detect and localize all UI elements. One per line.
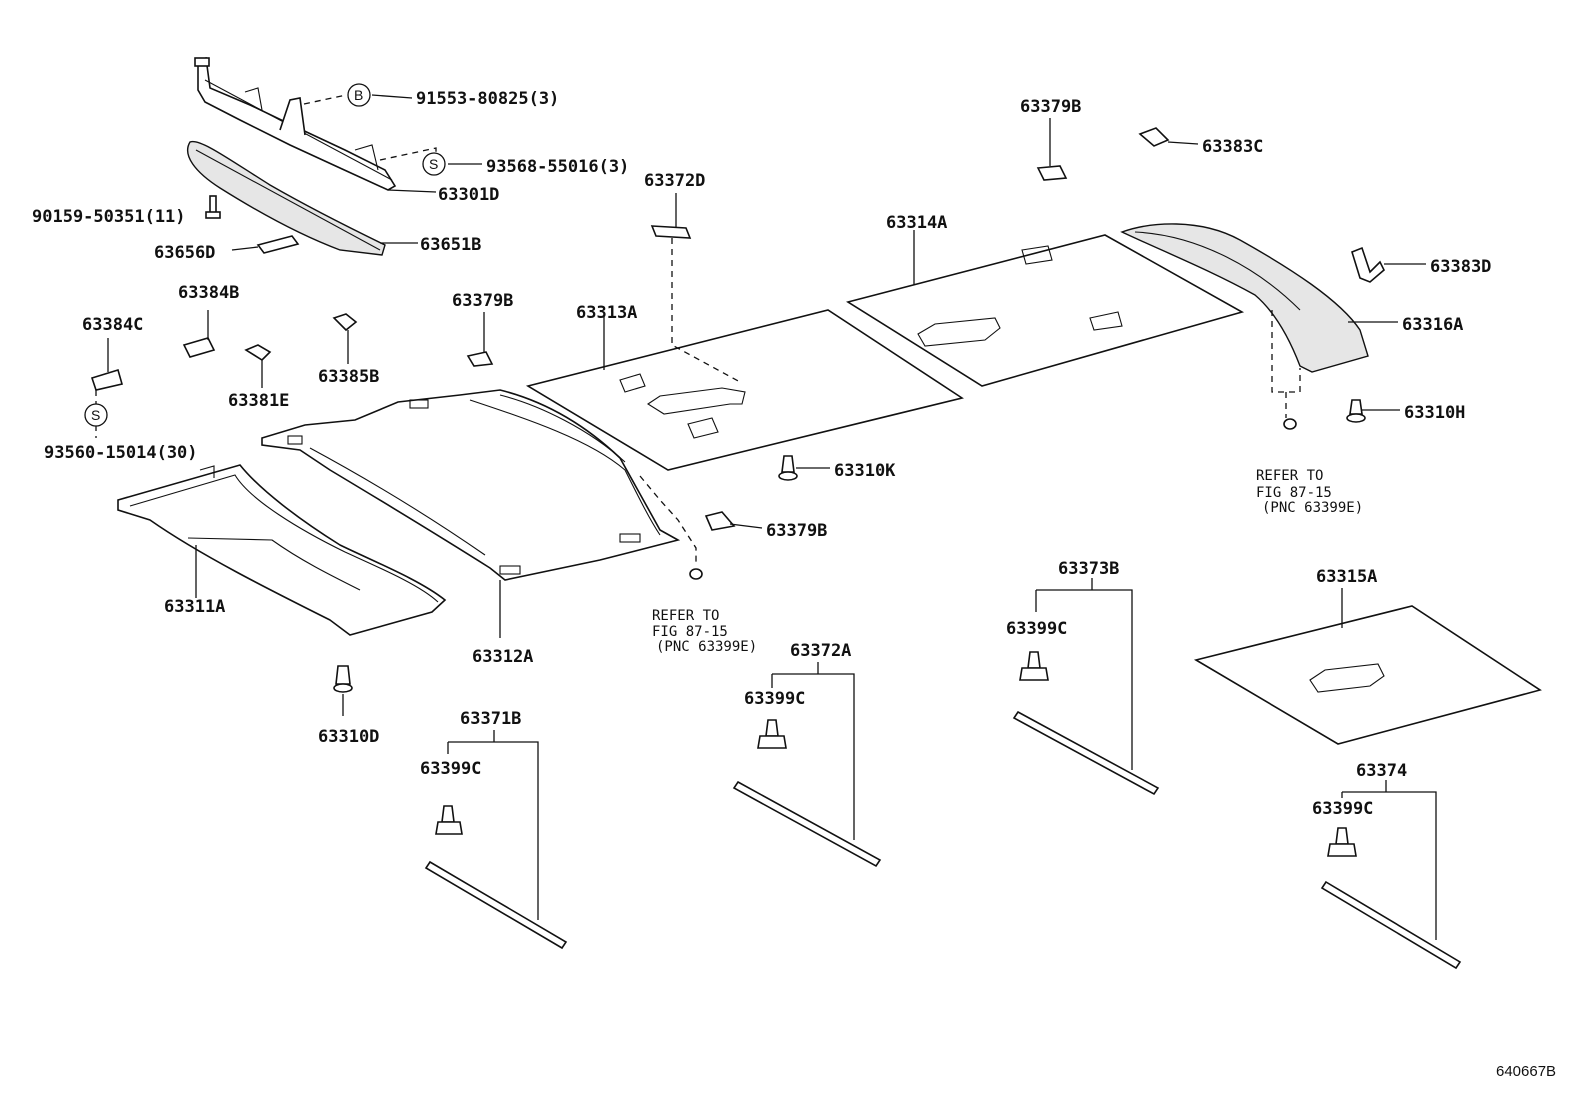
silencer-63315A <box>1193 588 1542 745</box>
label-63381E: 63381E <box>228 391 289 411</box>
label-63384C: 63384C <box>82 315 143 335</box>
silencer-63314A <box>846 230 1245 387</box>
s-mark-circle-2: S <box>84 403 108 427</box>
refer-left-line2: FIG 87-15 <box>652 624 728 640</box>
clip-63379B-left <box>466 312 494 367</box>
label-63399C-3: 63399C <box>1006 619 1067 639</box>
figure-id: 640667B <box>1496 1063 1556 1080</box>
label-91553: 91553-80825(3) <box>416 89 559 109</box>
label-63310K: 63310K <box>834 461 896 481</box>
console-trim-63651B <box>186 140 386 256</box>
clip-63384C <box>90 338 124 438</box>
label-93568: 93568-55016(3) <box>486 157 629 177</box>
s-mark-text-2: S <box>91 407 100 423</box>
strip-63374 <box>1320 780 1462 970</box>
clip-63384B <box>182 310 216 358</box>
label-63315A: 63315A <box>1316 567 1377 587</box>
label-63399C-4: 63399C <box>1312 799 1373 819</box>
b-mark-circle: B <box>347 83 371 107</box>
fastener-refer-right <box>1283 418 1297 430</box>
label-63651B: 63651B <box>420 235 481 255</box>
label-63383C: 63383C <box>1202 137 1263 157</box>
pad-63372D <box>650 193 741 383</box>
clip-63383C <box>1138 127 1199 147</box>
label-63371B: 63371B <box>460 709 521 729</box>
label-63311A: 63311A <box>164 597 225 617</box>
refer-right-line1: REFER TO <box>1256 468 1323 484</box>
strip-63372A <box>732 662 882 868</box>
label-63385B: 63385B <box>318 367 379 387</box>
label-63656D: 63656D <box>154 243 215 263</box>
label-63379B-top: 63379B <box>1020 97 1081 117</box>
label-63399C-2: 63399C <box>744 689 805 709</box>
clip-63379B-top <box>1036 118 1068 181</box>
label-90159: 90159-50351(11) <box>32 207 186 227</box>
s-mark-text-1: S <box>429 156 438 172</box>
b-mark-text: B <box>354 87 363 103</box>
refer-note-right: REFER TO FIG 87-15 (PNC 63399E) <box>1256 468 1363 516</box>
label-63373B: 63373B <box>1058 559 1119 579</box>
pad-63656D <box>256 235 300 254</box>
fastener-63310D <box>333 665 353 716</box>
refer-note-left: REFER TO FIG 87-15 (PNC 63399E) <box>652 608 757 655</box>
rear-trim-63316A <box>1120 223 1398 418</box>
label-63312A: 63312A <box>472 647 533 667</box>
strip-63371B <box>424 730 568 950</box>
label-63316A: 63316A <box>1402 315 1463 335</box>
label-63313A: 63313A <box>576 303 637 323</box>
refer-right-line2: FIG 87-15 <box>1256 485 1332 501</box>
label-63379B-mid: 63379B <box>766 521 827 541</box>
bolt-90159 <box>205 195 221 219</box>
label-63379B-left: 63379B <box>452 291 513 311</box>
refer-right-line3: (PNC 63399E) <box>1262 500 1363 516</box>
clip-63381E <box>244 344 272 388</box>
label-63399C-1: 63399C <box>420 759 481 779</box>
clip-63383D <box>1351 246 1426 283</box>
label-63372D: 63372D <box>644 171 705 191</box>
label-63301D: 63301D <box>438 185 499 205</box>
silencer-63313A <box>525 309 964 471</box>
fastener-refer-left <box>639 475 703 580</box>
headlining-63312A <box>261 389 681 638</box>
fastener-63310K <box>778 455 830 481</box>
s-mark-circle-1: S <box>422 152 446 176</box>
label-63310H: 63310H <box>1404 403 1465 423</box>
refer-left-line1: REFER TO <box>652 608 719 624</box>
label-63384B: 63384B <box>178 283 239 303</box>
label-63314A: 63314A <box>886 213 947 233</box>
headlining-63311A <box>117 464 447 636</box>
label-63383D: 63383D <box>1430 257 1491 277</box>
label-63372A: 63372A <box>790 641 851 661</box>
label-93560: 93560-15014(30) <box>44 443 198 463</box>
fastener-63310H <box>1346 399 1400 423</box>
label-63374: 63374 <box>1356 761 1407 781</box>
clip-63385B <box>332 313 358 364</box>
refer-left-line3: (PNC 63399E) <box>656 639 757 655</box>
console-bracket-63301D <box>194 57 397 191</box>
clip-63379B-mid <box>704 511 763 531</box>
strip-63373B <box>1012 578 1160 796</box>
label-63310D: 63310D <box>318 727 379 747</box>
